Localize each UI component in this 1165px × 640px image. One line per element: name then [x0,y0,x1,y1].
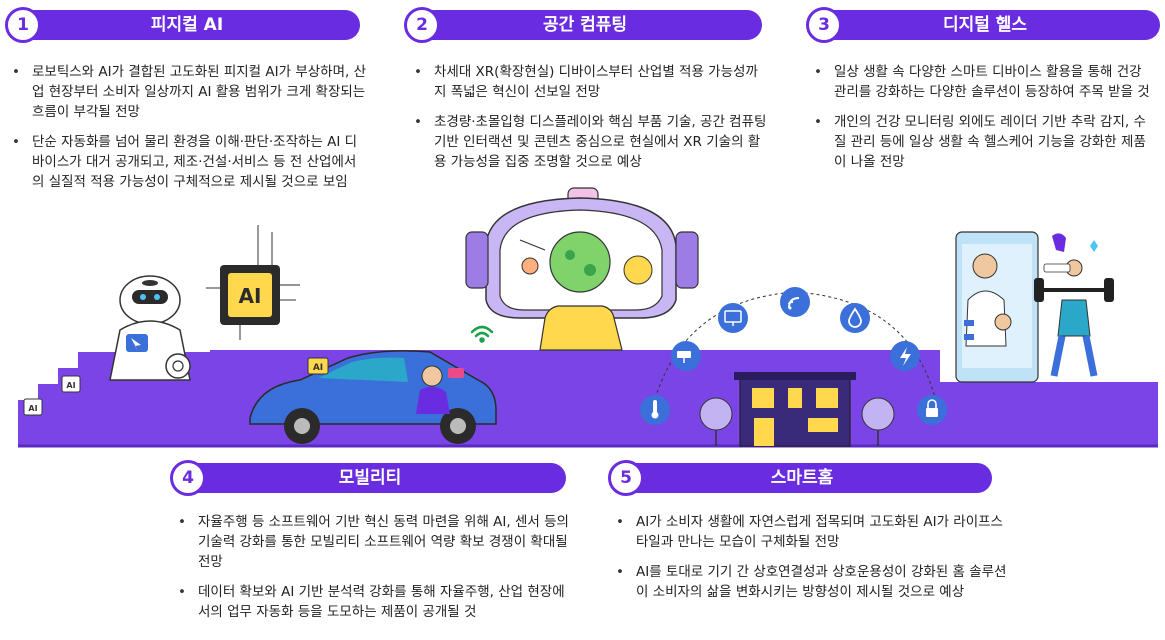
robot-icon [109,275,191,381]
section-3-number-badge: 3 [806,7,842,43]
smart-home-arc [640,287,947,425]
section-5-title: 스마트홈 [770,468,834,488]
lock-icon [917,395,947,425]
section-1-bullets: 로보틱스와 AI가 결합된 고도화된 피지컬 AI가 부상하며, 산업 현장부터… [8,62,368,202]
bullet-item: 단순 자동화를 넘어 물리 환경을 이해·판단·조작하는 AI 디바이스가 대거… [8,132,368,192]
car-icon: AI [249,350,497,444]
monitor-icon [718,303,748,333]
house-icon [734,372,856,447]
bullet-item: AI가 소비자 생활에 자연스럽게 접목되며 고도화된 AI가 라이프스타일과 … [612,512,1007,552]
section-2-bullets: 차세대 XR(확장현실) 디바이스부터 산업별 적용 가능성까지 폭넓은 혁신이… [410,62,770,182]
chip-icon: AI [61,375,81,393]
section-4-title: 모빌리티 [338,468,402,488]
section-3-bullets: 일상 생활 속 다양한 스마트 디바이스 활용을 통해 건강 관리를 강화하는 … [810,62,1155,182]
bullet-item: 자율주행 등 소프트웨어 기반 혁신 동력 마련을 위해 AI, 센서 등의 기… [174,512,574,572]
section-5-bullets: AI가 소비자 생활에 자연스럽게 접목되며 고도화된 AI가 라이프스타일과 … [612,512,1007,612]
weightlifter-icon [1034,233,1114,377]
section-4-header: 모빌리티 [174,463,566,493]
vr-headset-icon [465,187,699,351]
svg-text:AI: AI [28,404,37,413]
section-1-title: 피지컬 AI [150,15,224,35]
section-3-header: 디지털 헬스 [810,10,1160,40]
section-2-number-badge: 2 [404,7,440,43]
section-3-title: 디지털 헬스 [942,15,1028,35]
chip-icon: AI [23,398,43,416]
power-icon [890,341,920,371]
signal-icon [780,287,810,317]
bullet-item: 초경량·초몰입형 디스플레이와 핵심 부품 기술, 공간 컴퓨팅 기반 인터랙션… [410,112,770,172]
bullet-item: 로보틱스와 AI가 결합된 고도화된 피지컬 AI가 부상하며, 산업 현장부터… [8,62,368,122]
bullet-item: 데이터 확보와 AI 기반 분석력 강화를 통해 자율주행, 산업 현장에서의 … [174,582,574,622]
bullet-item: 일상 생활 속 다양한 스마트 디바이스 활용을 통해 건강 관리를 강화하는 … [810,62,1155,102]
thermometer-icon [640,395,670,425]
bullet-item: AI를 토대로 기기 간 상호연결성과 상호운용성이 강화된 홈 솔루션이 소비… [612,562,1007,602]
section-4-bullets: 자율주행 등 소프트웨어 기반 혁신 동력 마련을 위해 AI, 센서 등의 기… [174,512,574,632]
chip-label: AI [239,284,262,308]
wifi-icon [470,325,494,343]
section-2-header: 공간 컴퓨팅 [408,10,762,40]
bullet-item: 개인의 건강 모니터링 외에도 레이더 기반 추락 감지, 수질 관리 등에 일… [810,112,1155,172]
section-2-title: 공간 컴퓨팅 [542,15,628,35]
section-4-number-badge: 4 [170,460,206,496]
tree-icon [699,397,733,446]
car-sign-label: AI [313,363,323,373]
tree-icon [861,397,895,446]
section-5-header: 스마트홈 [612,463,992,493]
section-1-number-badge: 1 [5,7,41,43]
bullet-item: 차세대 XR(확장현실) 디바이스부터 산업별 적용 가능성까지 폭넓은 혁신이… [410,62,770,102]
svg-text:AI: AI [66,381,75,390]
section-1-header: 피지컬 AI [14,10,360,40]
water-drop-icon [840,303,870,333]
ai-chip-icon: AI [206,225,300,340]
cctv-icon [671,341,701,371]
section-5-number-badge: 5 [608,460,644,496]
health-phone-icon [955,231,1039,383]
